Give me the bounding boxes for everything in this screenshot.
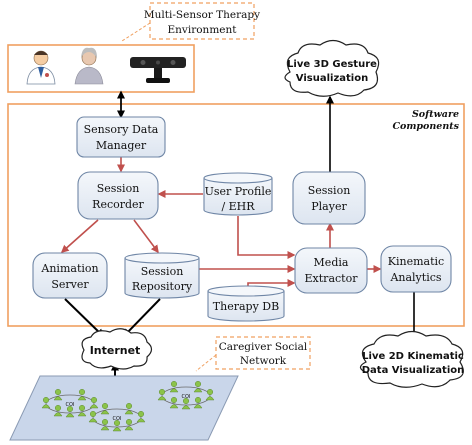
software-label-line1: Software [412, 109, 459, 120]
person-icon [181, 398, 191, 410]
coi-ring [45, 394, 95, 414]
kinematic-analytics-label-2: Analytics [389, 271, 441, 284]
person-icon [205, 389, 215, 401]
media-extractor-label-2: Extractor [305, 272, 359, 285]
person-icon [53, 405, 63, 417]
animation-server-box: Animation Server [32, 252, 108, 299]
doctor-icon [26, 50, 56, 85]
therapy-db-label: Therapy DB [213, 300, 279, 313]
person-icon [193, 397, 203, 409]
person-icon [88, 411, 98, 423]
session-player-box: Session Player [292, 171, 366, 225]
software-components-frame [7, 103, 465, 327]
gesture-3d-visualization-cloud: Live 3D Gesture Visualization [284, 39, 380, 97]
coi-ring [161, 386, 211, 406]
session-recorder-label-2: Recorder [92, 198, 144, 211]
internet-label: Internet [90, 344, 141, 357]
session-player-label-1: Session [308, 184, 351, 197]
person-icon [193, 381, 203, 393]
kinematic-analytics-label-1: Kinematic [388, 255, 444, 268]
internet-cloud: Internet [81, 328, 153, 370]
person-icon [100, 403, 110, 415]
media-extractor-box: Media Extractor [294, 247, 368, 294]
person-icon [77, 389, 87, 401]
environment-callout: Multi-Sensor Therapy Environment [121, 2, 260, 42]
sensory-data-manager-box: Sensory Data Manager [76, 116, 166, 158]
session-repository-db: Session Repository [124, 252, 200, 299]
session-repository-label-1: Session [141, 265, 184, 278]
media-extractor-label-1: Media [314, 256, 349, 269]
coi-ring [92, 408, 142, 428]
therapy-db: Therapy DB [207, 285, 285, 322]
person-icon [77, 405, 87, 417]
session-player-label-2: Player [311, 200, 347, 213]
gesture-3d-label-2: Visualization [296, 73, 368, 84]
sensory-data-manager-label-2: Manager [96, 139, 147, 152]
person-icon [112, 420, 122, 432]
person-icon [124, 419, 134, 431]
arrow-profile-extractor [237, 216, 296, 259]
person-icon [169, 397, 179, 409]
person-icon [169, 381, 179, 393]
kinect-sensor-icon [130, 57, 186, 83]
animation-server-label-1: Animation [40, 262, 98, 275]
user-profile-db: User Profile / EHR [203, 172, 273, 216]
arrow-recorder-animation [60, 219, 99, 253]
environment-callout-line1: Multi-Sensor Therapy [144, 9, 260, 21]
person-icon [89, 397, 99, 409]
arrow-repository-internet [122, 298, 161, 338]
arrow-recorder-repository [133, 219, 159, 254]
social-network-callout: Caregiver Social Network [195, 336, 311, 372]
patient-icon [74, 47, 104, 85]
person-icon [124, 403, 134, 415]
session-recorder-box: Session Recorder [77, 171, 159, 220]
social-callout-line2: Network [240, 355, 287, 367]
kinematic-2d-visualization-cloud: Live 2D Kinematic Data Visualization [359, 330, 465, 388]
person-icon [41, 397, 51, 409]
kinematic-2d-label-2: Data Visualization [362, 365, 465, 376]
person-icon [100, 419, 110, 431]
social-callout-line1: Caregiver Social [219, 341, 308, 353]
kinematic-2d-label-1: Live 2D Kinematic [362, 351, 464, 362]
arrow-animation-internet [64, 298, 105, 338]
person-icon [65, 406, 75, 418]
person-icon [157, 389, 167, 401]
kinematic-analytics-box: Kinematic Analytics [380, 245, 452, 293]
software-label-line2: Components [392, 121, 459, 132]
environment-callout-line2: Environment [168, 24, 238, 36]
person-icon [53, 389, 63, 401]
coi-label: COI [113, 416, 122, 422]
social-network-platform: COI COI COI [9, 375, 239, 441]
session-repository-label-2: Repository [132, 280, 193, 293]
animation-server-label-2: Server [51, 278, 89, 291]
person-group-icon: COI COI COI [41, 381, 215, 432]
person-icon [136, 411, 146, 423]
user-profile-label-2: / EHR [221, 200, 255, 213]
sensory-data-manager-label-1: Sensory Data [84, 123, 159, 136]
session-recorder-label-1: Session [97, 182, 140, 195]
gesture-3d-label-1: Live 3D Gesture [287, 59, 377, 70]
user-profile-label-1: User Profile [205, 185, 272, 198]
coi-label: COI [66, 402, 75, 408]
coi-label: COI [182, 394, 191, 400]
